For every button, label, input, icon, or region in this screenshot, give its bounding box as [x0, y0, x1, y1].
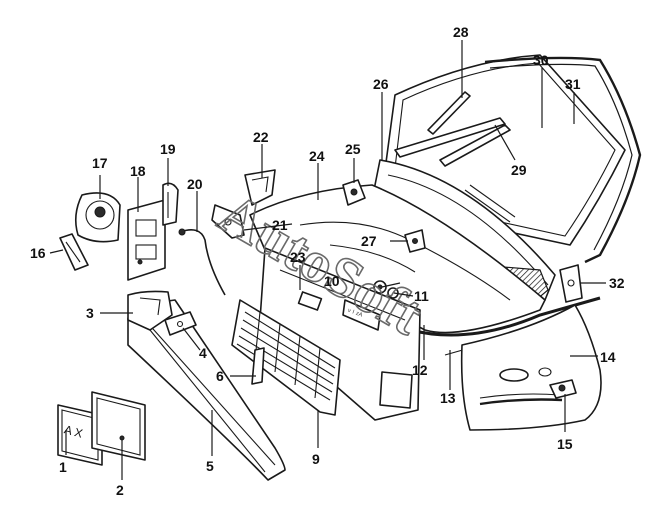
bonnet-release-cable [178, 228, 226, 296]
callout-29: 29 [511, 162, 527, 178]
side-indicator [549, 379, 577, 399]
washer-jet [404, 229, 426, 253]
callout-20: 20 [187, 176, 203, 192]
callout-2: 2 [116, 482, 124, 498]
callout-22: 22 [253, 129, 269, 145]
catch-bracket [244, 169, 276, 206]
callout-3: 3 [86, 305, 94, 321]
callout-14: 14 [600, 349, 616, 365]
callout-31: 31 [565, 76, 581, 92]
callout-23: 23 [290, 249, 306, 265]
callout-13: 13 [440, 390, 456, 406]
front-wing [460, 304, 602, 431]
callout-28: 28 [453, 24, 469, 40]
badge [251, 347, 265, 385]
callout-15: 15 [557, 436, 573, 452]
callout-18: 18 [130, 163, 146, 179]
callout-19: 19 [160, 141, 176, 157]
bonnet-catch [211, 204, 245, 239]
callout-27: 27 [361, 233, 377, 249]
leader-lines [49, 40, 606, 480]
callout-1: 1 [59, 459, 67, 475]
callout-4: 4 [199, 345, 207, 361]
number-plate-front: A X [57, 404, 103, 466]
wiper-blades [394, 91, 511, 167]
fog-lamp [59, 233, 89, 271]
windscreen-seal [484, 56, 642, 264]
callout-9: 9 [312, 451, 320, 467]
callout-26: 26 [373, 76, 389, 92]
callout-16: 16 [30, 245, 46, 261]
callout-11: 11 [414, 288, 429, 304]
wing-bracket [559, 264, 583, 303]
number-plate-mount [91, 391, 146, 461]
front-bumper [127, 299, 286, 481]
bumper-end-cap [127, 290, 173, 331]
callout-5: 5 [206, 458, 214, 474]
callout-24: 24 [309, 148, 325, 164]
front-indicator [162, 182, 179, 226]
callout-labels: 1 2 3 4 5 6 9 10 11 12 13 14 15 16 17 18… [30, 24, 625, 498]
callout-32: 32 [609, 275, 625, 291]
headlamp [74, 192, 121, 243]
grille-panel: ᵛ ᴵ ᶻᴬ [259, 247, 421, 421]
bumper-bracket [164, 311, 197, 336]
callout-25: 25 [345, 141, 361, 157]
bonnet-hinge [342, 179, 366, 206]
callout-6: 6 [216, 368, 224, 384]
callout-21: 21 [272, 217, 288, 233]
plate-lettering: A X [63, 422, 85, 440]
callout-17: 17 [92, 155, 108, 171]
callout-10: 10 [324, 273, 340, 289]
headlamp-housing [127, 199, 166, 281]
callout-30: 30 [533, 52, 549, 68]
callout-12: 12 [412, 362, 428, 378]
